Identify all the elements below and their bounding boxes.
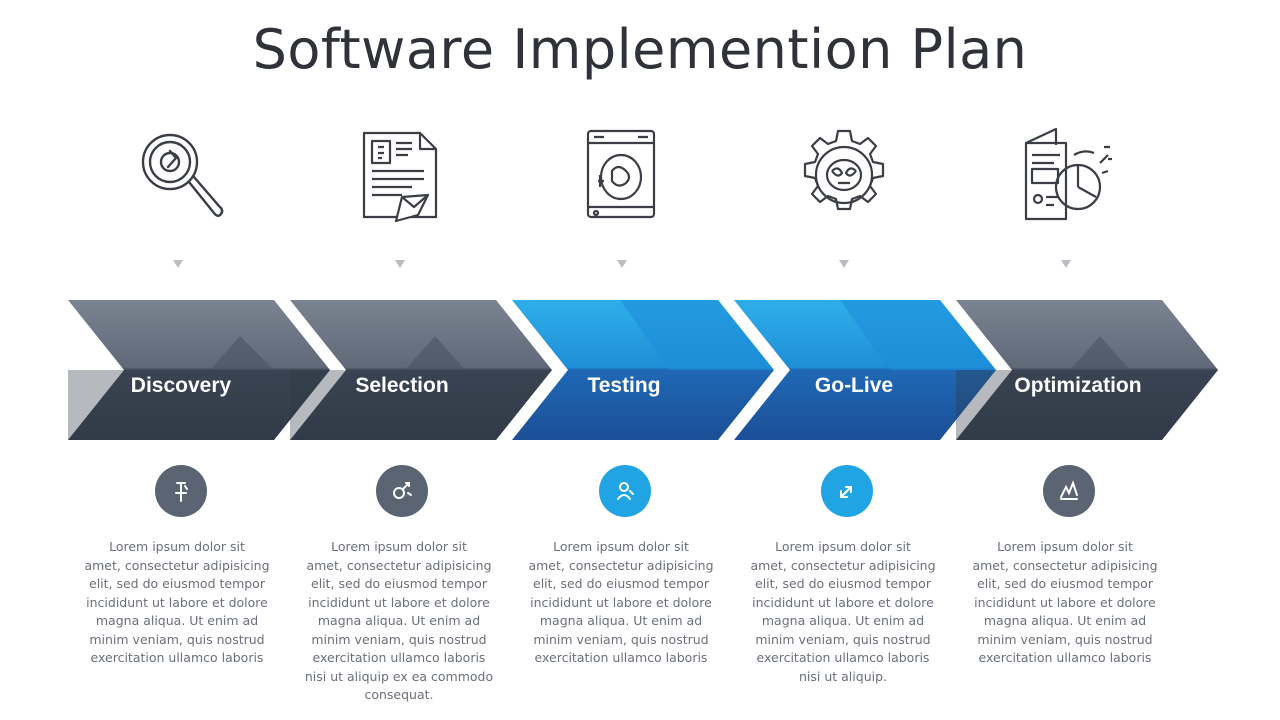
document-icon [352, 125, 452, 225]
description-line: amet, consectetur adipisicing [306, 557, 492, 573]
description-line: exercitation ullamco laboris [756, 650, 930, 665]
description-line: elit, sed do eiusmod tempor [89, 576, 265, 591]
description-line: exercitation ullamco laboris [90, 650, 264, 665]
magnifier-icon [130, 125, 230, 225]
arrow-icon [821, 465, 873, 517]
description-line: Lorem ipsum dolor sit [331, 539, 467, 554]
process-chevrons [68, 300, 1218, 440]
pointer-4 [839, 260, 849, 268]
description-line: minim veniam, quis nostrud [533, 631, 709, 647]
description-line: elit, sed do eiusmod tempor [533, 576, 709, 591]
stage-label-testing: Testing [587, 374, 661, 397]
description-line: minim veniam, quis nostrud [755, 631, 931, 647]
description-line: incididunt ut labore et dolore [752, 594, 934, 610]
description-line: incididunt ut labore et dolore [530, 594, 712, 610]
pin-icon [155, 465, 207, 517]
description-line: amet, consectetur adipisicing [528, 557, 714, 573]
description-line: elit, sed do eiusmod tempor [311, 576, 487, 591]
pointer-5 [1061, 260, 1071, 268]
description-line: minim veniam, quis nostrud [89, 631, 265, 647]
description-line: magna aliqua. Ut enim ad [317, 613, 481, 628]
description-line: incididunt ut labore et dolore [974, 594, 1156, 610]
description-line: Lorem ipsum dolor sit [553, 539, 689, 554]
link-icon [376, 465, 428, 517]
stage-description-selection: Lorem ipsum dolor sit amet, consectetur a… [304, 538, 494, 705]
description-line: incididunt ut labore et dolore [308, 594, 490, 610]
stage-label-discovery: Discovery [130, 374, 232, 397]
description-line: magna aliqua. Ut enim ad [761, 613, 925, 628]
page-title: Software Implemention Plan [252, 18, 1028, 81]
description-line: exercitation ullamco laboris [312, 650, 486, 665]
description-line: amet, consectetur adipisicing [972, 557, 1158, 573]
description-line: nisi ut aliquip. [799, 668, 887, 684]
stage-description-go-live: Lorem ipsum dolor sit amet, consectetur a… [748, 538, 938, 686]
description-line: consequat. [364, 687, 434, 702]
pointer-3 [617, 260, 627, 268]
description-line: exercitation ullamco laboris [534, 650, 708, 665]
description-line: minim veniam, quis nostrud [977, 631, 1153, 647]
gear-icon [794, 125, 894, 225]
stage-label-go-live: Go-Live [814, 374, 894, 397]
pointer-1 [173, 260, 183, 268]
tablet-icon [574, 125, 674, 225]
user-icon [599, 465, 651, 517]
stage-description-testing: Lorem ipsum dolor sit amet, consectetur a… [526, 538, 716, 668]
stage-description-optimization: Lorem ipsum dolor sit amet, consectetur a… [970, 538, 1160, 668]
description-line: exercitation ullamco laboris [978, 650, 1152, 665]
stage-label-selection: Selection [355, 374, 449, 397]
description-line: Lorem ipsum dolor sit [775, 539, 911, 554]
description-line: elit, sed do eiusmod tempor [755, 576, 931, 591]
chevron-discovery [68, 300, 330, 440]
dashboard-icon [1016, 125, 1116, 225]
description-line: Lorem ipsum dolor sit [109, 539, 245, 554]
description-line: elit, sed do eiusmod tempor [977, 576, 1153, 591]
description-line: magna aliqua. Ut enim ad [539, 613, 703, 628]
description-line: nisi ut aliquip ex ea commodo [304, 668, 494, 684]
pointer-2 [395, 260, 405, 268]
description-line: magna aliqua. Ut enim ad [983, 613, 1147, 628]
stage-label-optimization: Optimization [1014, 374, 1142, 397]
description-line: amet, consectetur adipisicing [750, 557, 936, 573]
stage-description-discovery: Lorem ipsum dolor sit amet, consectetur a… [82, 538, 272, 668]
description-line: Lorem ipsum dolor sit [997, 539, 1133, 554]
description-line: magna aliqua. Ut enim ad [95, 613, 259, 628]
description-line: incididunt ut labore et dolore [86, 594, 268, 610]
chart-icon [1043, 465, 1095, 517]
description-line: minim veniam, quis nostrud [311, 631, 487, 647]
description-line: amet, consectetur adipisicing [84, 557, 270, 573]
